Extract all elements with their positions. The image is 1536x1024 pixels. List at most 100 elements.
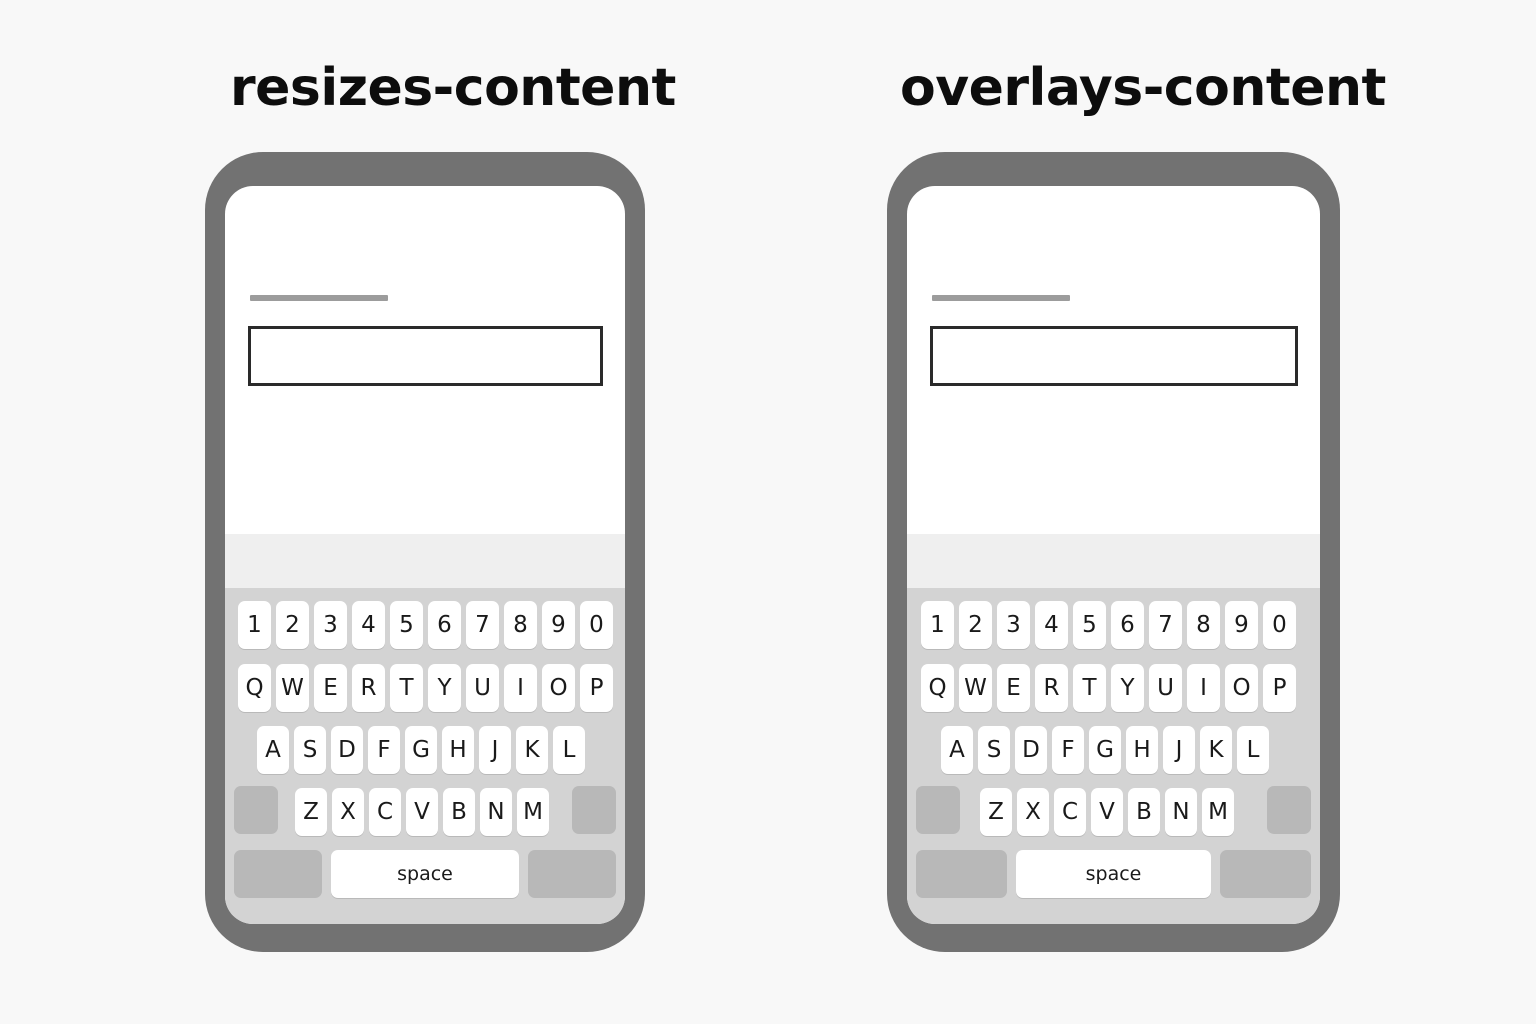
key-3[interactable]: 3 [314,601,347,649]
shift-key[interactable] [234,786,278,834]
key-p[interactable]: P [580,664,613,712]
key-h[interactable]: H [1126,726,1158,774]
key-5[interactable]: 5 [1073,601,1106,649]
key-k[interactable]: K [516,726,548,774]
key-z[interactable]: Z [980,788,1012,836]
key-p[interactable]: P [1263,664,1296,712]
key-o[interactable]: O [1225,664,1258,712]
key-y[interactable]: Y [1111,664,1144,712]
key-u[interactable]: U [1149,664,1182,712]
key-4[interactable]: 4 [352,601,385,649]
key-h[interactable]: H [442,726,474,774]
key-m[interactable]: M [1202,788,1234,836]
key-1[interactable]: 1 [238,601,271,649]
key-y[interactable]: Y [428,664,461,712]
shift-key[interactable] [916,786,960,834]
field-label-placeholder [932,295,1070,301]
key-n[interactable]: N [480,788,512,836]
key-c[interactable]: C [369,788,401,836]
panel-title-resizes-content: resizes-content [230,58,676,118]
delete-key[interactable] [1267,786,1311,834]
key-v[interactable]: V [1091,788,1123,836]
return-key[interactable] [1220,850,1311,898]
key-0[interactable]: 0 [1263,601,1296,649]
key-l[interactable]: L [1237,726,1269,774]
key-u[interactable]: U [466,664,499,712]
key-g[interactable]: G [405,726,437,774]
key-t[interactable]: T [1073,664,1106,712]
key-c[interactable]: C [1054,788,1086,836]
return-key[interactable] [528,850,616,898]
key-5[interactable]: 5 [390,601,423,649]
key-0[interactable]: 0 [580,601,613,649]
key-n[interactable]: N [1165,788,1197,836]
key-7[interactable]: 7 [466,601,499,649]
key-7[interactable]: 7 [1149,601,1182,649]
key-f[interactable]: F [368,726,400,774]
key-q[interactable]: Q [238,664,271,712]
key-3[interactable]: 3 [997,601,1030,649]
key-i[interactable]: I [504,664,537,712]
text-input-field[interactable] [248,326,603,386]
panel-title-overlays-content: overlays-content [900,58,1386,118]
key-w[interactable]: W [276,664,309,712]
key-a[interactable]: A [941,726,973,774]
key-m[interactable]: M [517,788,549,836]
key-q[interactable]: Q [921,664,954,712]
key-6[interactable]: 6 [1111,601,1144,649]
keyboard-accessory-bar [225,534,625,588]
key-s[interactable]: S [978,726,1010,774]
keyboard-accessory-bar [907,534,1320,588]
key-4[interactable]: 4 [1035,601,1068,649]
key-b[interactable]: B [1128,788,1160,836]
key-v[interactable]: V [406,788,438,836]
key-r[interactable]: R [352,664,385,712]
numbers-toggle-key[interactable] [234,850,322,898]
space-key[interactable]: space [331,850,519,898]
key-8[interactable]: 8 [1187,601,1220,649]
key-x[interactable]: X [1017,788,1049,836]
key-w[interactable]: W [959,664,992,712]
numbers-toggle-key[interactable] [916,850,1007,898]
key-z[interactable]: Z [295,788,327,836]
key-t[interactable]: T [390,664,423,712]
key-d[interactable]: D [1015,726,1047,774]
key-e[interactable]: E [314,664,347,712]
key-i[interactable]: I [1187,664,1220,712]
key-k[interactable]: K [1200,726,1232,774]
text-input-field[interactable] [930,326,1298,386]
key-8[interactable]: 8 [504,601,537,649]
key-l[interactable]: L [553,726,585,774]
key-x[interactable]: X [332,788,364,836]
space-key[interactable]: space [1016,850,1211,898]
key-9[interactable]: 9 [542,601,575,649]
key-d[interactable]: D [331,726,363,774]
field-label-placeholder [250,295,388,301]
key-o[interactable]: O [542,664,575,712]
key-b[interactable]: B [443,788,475,836]
key-a[interactable]: A [257,726,289,774]
key-e[interactable]: E [997,664,1030,712]
key-6[interactable]: 6 [428,601,461,649]
key-1[interactable]: 1 [921,601,954,649]
key-s[interactable]: S [294,726,326,774]
delete-key[interactable] [572,786,616,834]
key-r[interactable]: R [1035,664,1068,712]
key-2[interactable]: 2 [276,601,309,649]
key-f[interactable]: F [1052,726,1084,774]
key-2[interactable]: 2 [959,601,992,649]
key-g[interactable]: G [1089,726,1121,774]
key-j[interactable]: J [479,726,511,774]
key-9[interactable]: 9 [1225,601,1258,649]
key-j[interactable]: J [1163,726,1195,774]
